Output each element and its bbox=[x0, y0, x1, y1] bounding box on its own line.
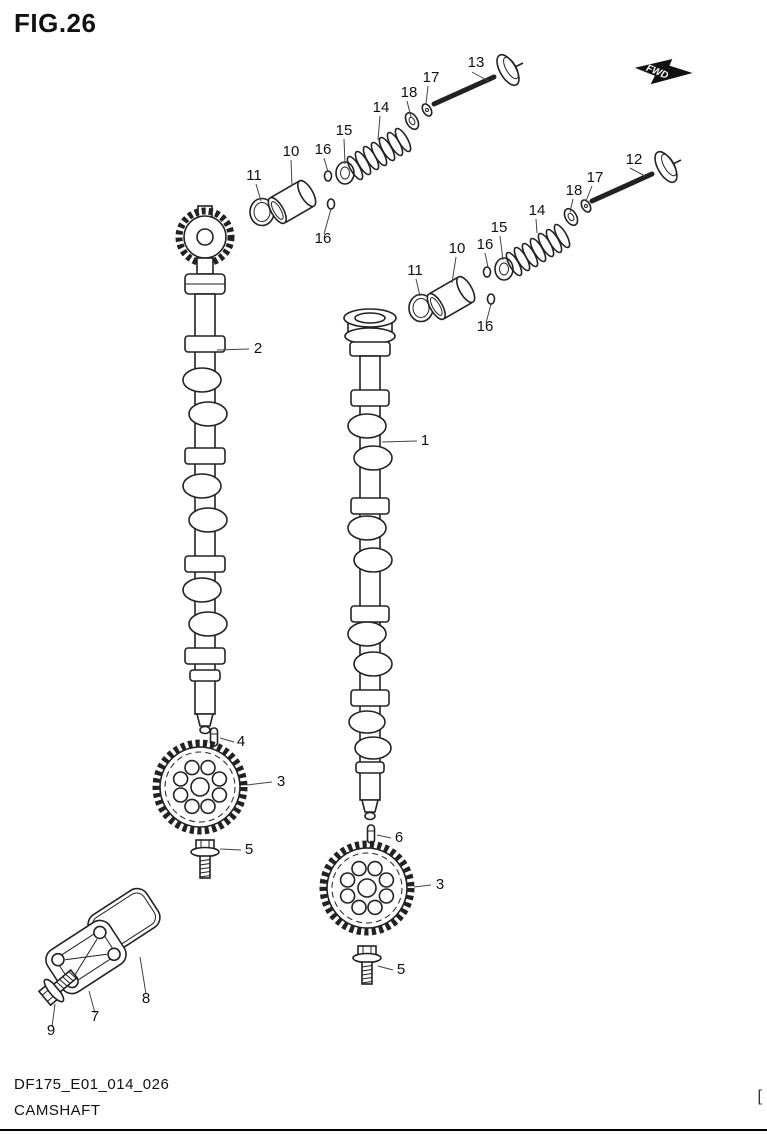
part-label-16-lower-b: 16 bbox=[477, 318, 494, 335]
figure-name: CAMSHAFT bbox=[14, 1102, 101, 1119]
valve-seal-upper bbox=[421, 103, 433, 117]
valve-cotters-upper bbox=[323, 170, 336, 210]
valve-spring-lower bbox=[505, 223, 571, 277]
part-label-16-upper-b: 16 bbox=[315, 230, 332, 247]
part-label-13: 13 bbox=[468, 54, 485, 71]
part-label-7: 7 bbox=[91, 1008, 99, 1025]
camshaft-1-drawing bbox=[343, 308, 397, 821]
part-label-15-lower: 15 bbox=[491, 219, 508, 236]
spring-seat-upper bbox=[335, 161, 355, 185]
part-label-3-right: 3 bbox=[436, 876, 444, 893]
part-label-2: 2 bbox=[254, 340, 262, 357]
part-label-12: 12 bbox=[626, 151, 643, 168]
tappet-upper bbox=[267, 179, 317, 225]
part-label-9: 9 bbox=[47, 1022, 55, 1039]
sprocket-bolt-left bbox=[190, 839, 220, 879]
part-label-14-lower: 14 bbox=[529, 202, 546, 219]
tappet-lower bbox=[426, 275, 476, 321]
part-label-16-lower-a: 16 bbox=[477, 236, 494, 253]
part-label-16-upper-a: 16 bbox=[315, 141, 332, 158]
part-label-17-upper: 17 bbox=[423, 69, 440, 86]
part-label-11-upper: 11 bbox=[246, 167, 262, 184]
part-label-17-lower: 17 bbox=[587, 169, 604, 186]
drawing-code: DF175_E01_014_026 bbox=[14, 1076, 170, 1093]
camshaft-2-drawing bbox=[175, 205, 235, 735]
part-label-6: 6 bbox=[395, 829, 403, 846]
part-label-11-lower: 11 bbox=[407, 262, 423, 279]
valve-cotters-lower bbox=[482, 266, 496, 305]
spring-seat-lower bbox=[494, 257, 514, 281]
corner-bracket: [ bbox=[757, 1088, 762, 1105]
part-label-5-left: 5 bbox=[245, 841, 253, 858]
valve-train-lower-drawing bbox=[408, 150, 682, 323]
valve-13-drawing bbox=[431, 53, 524, 107]
leader-lines bbox=[51, 71, 646, 1028]
part-labels: 13 17 18 14 15 16 10 11 16 12 17 18 14 1… bbox=[47, 54, 643, 1039]
dowel-pin-right bbox=[366, 824, 376, 844]
fwd-arrow-shape bbox=[634, 58, 693, 85]
spring-retainer-lower bbox=[563, 207, 579, 227]
cam-sprocket-left bbox=[156, 743, 244, 831]
figure-title: FIG.26 bbox=[14, 8, 97, 38]
valve-seal-lower bbox=[580, 199, 592, 213]
cam-sprocket-right bbox=[323, 844, 411, 932]
part-label-18-upper: 18 bbox=[401, 84, 418, 101]
valve-train-upper-drawing bbox=[249, 53, 524, 227]
part-label-10-lower: 10 bbox=[449, 240, 466, 257]
part-label-1: 1 bbox=[421, 432, 429, 449]
spring-retainer-upper bbox=[404, 111, 420, 131]
sprocket-bolt-right bbox=[352, 945, 382, 985]
valve-12-drawing bbox=[589, 150, 682, 204]
part-label-8: 8 bbox=[142, 990, 150, 1007]
valve-spring-upper bbox=[346, 127, 412, 181]
fwd-arrow: FWD bbox=[634, 58, 693, 85]
part-label-14-upper: 14 bbox=[373, 99, 390, 116]
part-label-3-left: 3 bbox=[277, 773, 285, 790]
part-label-5-right: 5 bbox=[397, 961, 405, 978]
part-label-18-lower: 18 bbox=[566, 182, 583, 199]
part-label-10-upper: 10 bbox=[283, 143, 300, 160]
part-label-15-upper: 15 bbox=[336, 122, 353, 139]
bottom-rule bbox=[0, 1129, 767, 1131]
part-label-4: 4 bbox=[237, 733, 245, 750]
